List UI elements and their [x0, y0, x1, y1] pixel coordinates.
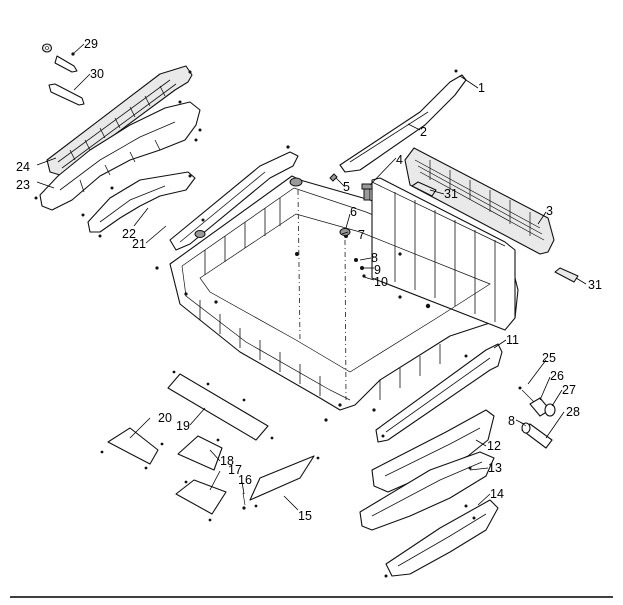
part-28-rod	[521, 422, 553, 449]
callout-21: 21	[132, 237, 146, 251]
part-30-handle	[48, 83, 85, 106]
part-3-mesh-panel	[404, 147, 555, 255]
part-4-bolt	[361, 183, 373, 201]
callout-28: 28	[566, 405, 580, 419]
callout-12: 12	[487, 439, 501, 453]
part-main-bed-box	[155, 175, 519, 422]
part-5-screw	[329, 173, 338, 182]
callout-16: 16	[238, 473, 252, 487]
part-7-spacer	[194, 177, 303, 238]
callout-2: 2	[420, 125, 427, 139]
callout-14: 14	[490, 487, 504, 501]
callout-9: 9	[374, 263, 381, 277]
part-18-plate	[177, 435, 223, 471]
callout-23: 23	[16, 178, 30, 192]
part-12-step-panel	[371, 409, 495, 493]
part-11-front-rail	[375, 343, 503, 443]
part-16-bolt	[242, 492, 246, 510]
callout-31-upper: 31	[444, 187, 458, 201]
callout-29: 29	[84, 37, 98, 51]
callout-3: 3	[546, 204, 553, 218]
callout-13: 13	[488, 461, 502, 475]
part-21-left-rail	[169, 145, 299, 251]
callout-17: 17	[228, 463, 242, 477]
callout-22: 22	[122, 227, 136, 241]
callout-27: 27	[562, 383, 576, 397]
callout-30: 30	[90, 67, 104, 81]
callout-31-right: 31	[588, 278, 602, 292]
part-14-bottom-skid	[384, 499, 499, 578]
part-17-plate	[175, 479, 227, 522]
part-2-right-rail	[339, 69, 467, 173]
callout-19: 19	[176, 419, 190, 433]
callout-7: 7	[358, 228, 365, 242]
callout-6: 6	[350, 205, 357, 219]
callout-labels: 1 2 3 4 5 6 7 8 9 10 11 12 13 14 15 16 1…	[16, 37, 602, 523]
callout-5: 5	[343, 180, 350, 194]
assembly-line-right	[344, 239, 347, 401]
callout-26: 26	[550, 369, 564, 383]
part-29-clip	[41, 43, 78, 73]
part-15-triangular-plate	[249, 455, 320, 508]
part-13-lower-step	[359, 451, 495, 531]
callout-20: 20	[158, 411, 172, 425]
part-6-nut	[339, 228, 351, 236]
part-24-rear-panel	[46, 65, 193, 176]
part-31-pad-upper	[411, 181, 437, 197]
leader-lines	[36, 43, 587, 511]
callout-8-lower: 8	[508, 414, 515, 428]
callout-24: 24	[16, 160, 30, 174]
callout-10: 10	[374, 275, 388, 289]
part-22-bracket	[81, 171, 196, 238]
callout-4: 4	[396, 153, 403, 167]
part-19-floor-panel	[167, 370, 274, 441]
assembly-line-left	[297, 189, 301, 343]
callout-25: 25	[542, 351, 556, 365]
callout-8: 8	[371, 251, 378, 265]
part-20-plate	[100, 427, 164, 470]
callout-18: 18	[220, 454, 234, 468]
part-23-side-trim	[34, 100, 202, 211]
callout-1: 1	[478, 81, 485, 95]
part-31-pad-right	[554, 267, 579, 283]
callout-15: 15	[298, 509, 312, 523]
part-27-washer	[544, 403, 556, 417]
part-25-pin	[518, 386, 535, 403]
callout-11: 11	[506, 333, 519, 347]
